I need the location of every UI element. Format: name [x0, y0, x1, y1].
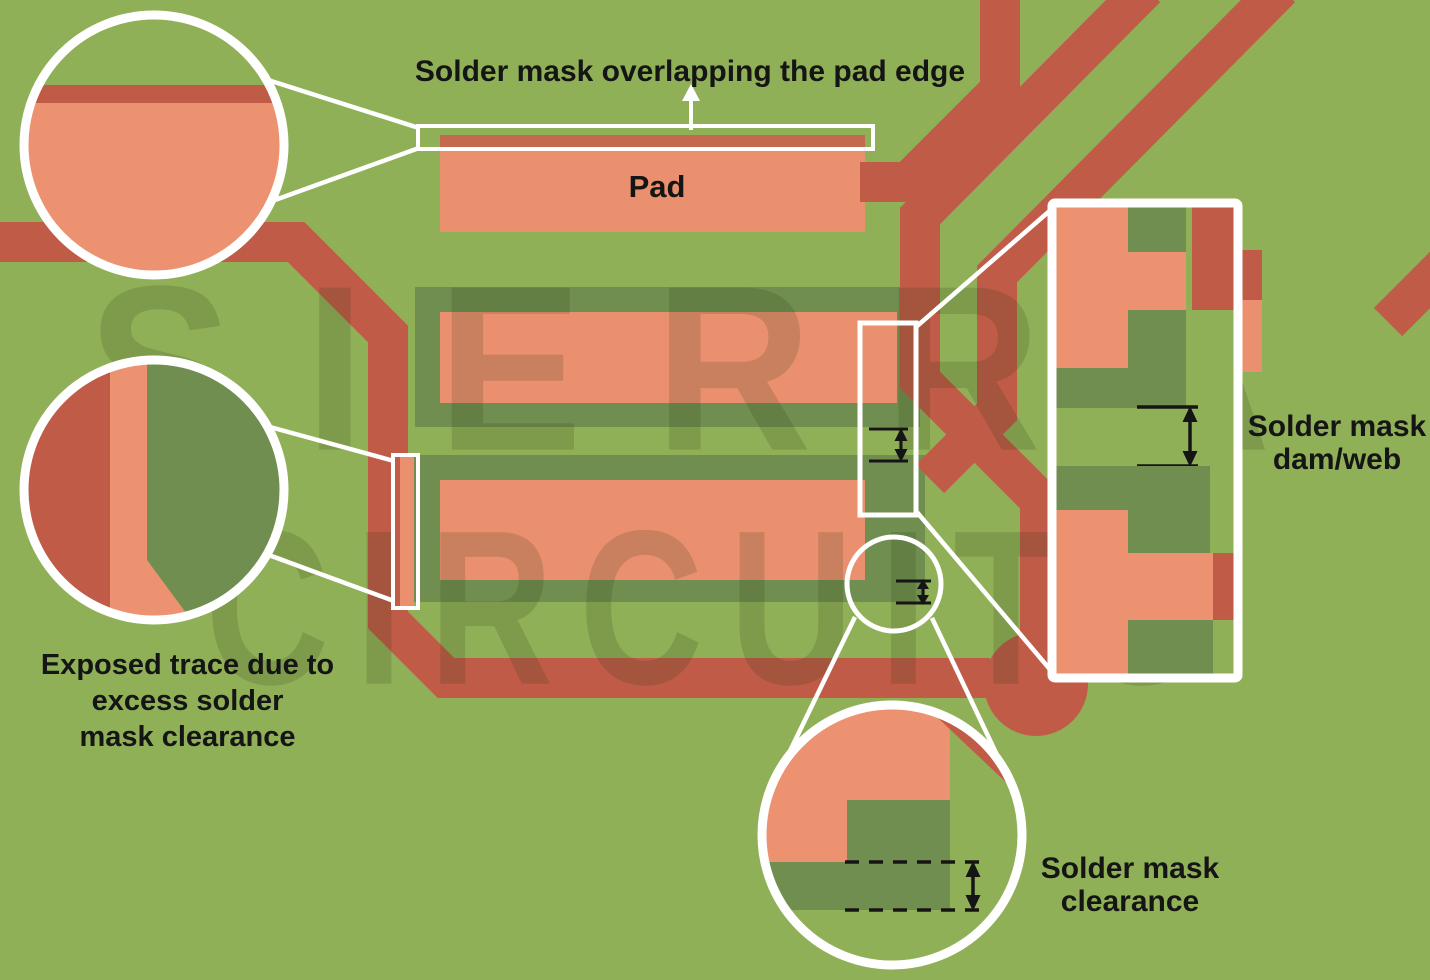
- trace-from-top-pad: [860, 0, 1020, 202]
- magnifier-exposed-ring: [19, 355, 289, 625]
- pad-edge-highlight-box: [416, 124, 875, 151]
- label-dam-line1: Solder mask: [1247, 410, 1427, 443]
- label-dam-line2: dam/web: [1272, 443, 1402, 476]
- label-pad: Pad: [628, 169, 686, 204]
- edge-trace-fragment: [1373, 251, 1430, 337]
- label-exposed-line1: Exposed trace due to: [40, 649, 335, 681]
- label-clearance-line1: Solder mask: [1040, 852, 1220, 885]
- magnifier-clearance-content: [765, 708, 1019, 962]
- title-arrow-head: [682, 84, 700, 101]
- inset-dam-frame: [1047, 198, 1243, 683]
- label-clearance-line2: clearance: [1060, 885, 1200, 918]
- smd-pad-lower: [440, 480, 865, 580]
- magnifier-overlap-ring: [19, 10, 289, 280]
- exposed-trace-highlight-box: [391, 453, 420, 610]
- dam-highlight-box: [857, 320, 919, 518]
- callout-lines: [265, 77, 1055, 756]
- magnifier-clearance-ring: [757, 700, 1027, 970]
- exposed-trace-strip: [400, 457, 414, 606]
- label-exposed-trace: Exposed trace due to excess solder mask …: [10, 647, 365, 755]
- top-pad-mask-overlap-band: [440, 135, 865, 148]
- diagonal-trace-1: [900, 0, 1161, 684]
- label-dam-web: Solder mask dam/web: [1244, 410, 1430, 476]
- label-mask-clearance: Solder mask clearance: [1030, 852, 1230, 918]
- clearance-highlight-circle: [844, 534, 944, 634]
- top-pad-copper: [440, 135, 865, 232]
- smd-pad-upper: [440, 312, 897, 403]
- diagonal-trace-2: [915, 0, 1296, 494]
- label-solder-mask-overlap: Solder mask overlapping the pad edge: [414, 55, 966, 88]
- label-exposed-line2: excess solder: [91, 685, 284, 717]
- label-exposed-line3: mask clearance: [79, 721, 296, 753]
- inset-dam-content: [1056, 207, 1234, 674]
